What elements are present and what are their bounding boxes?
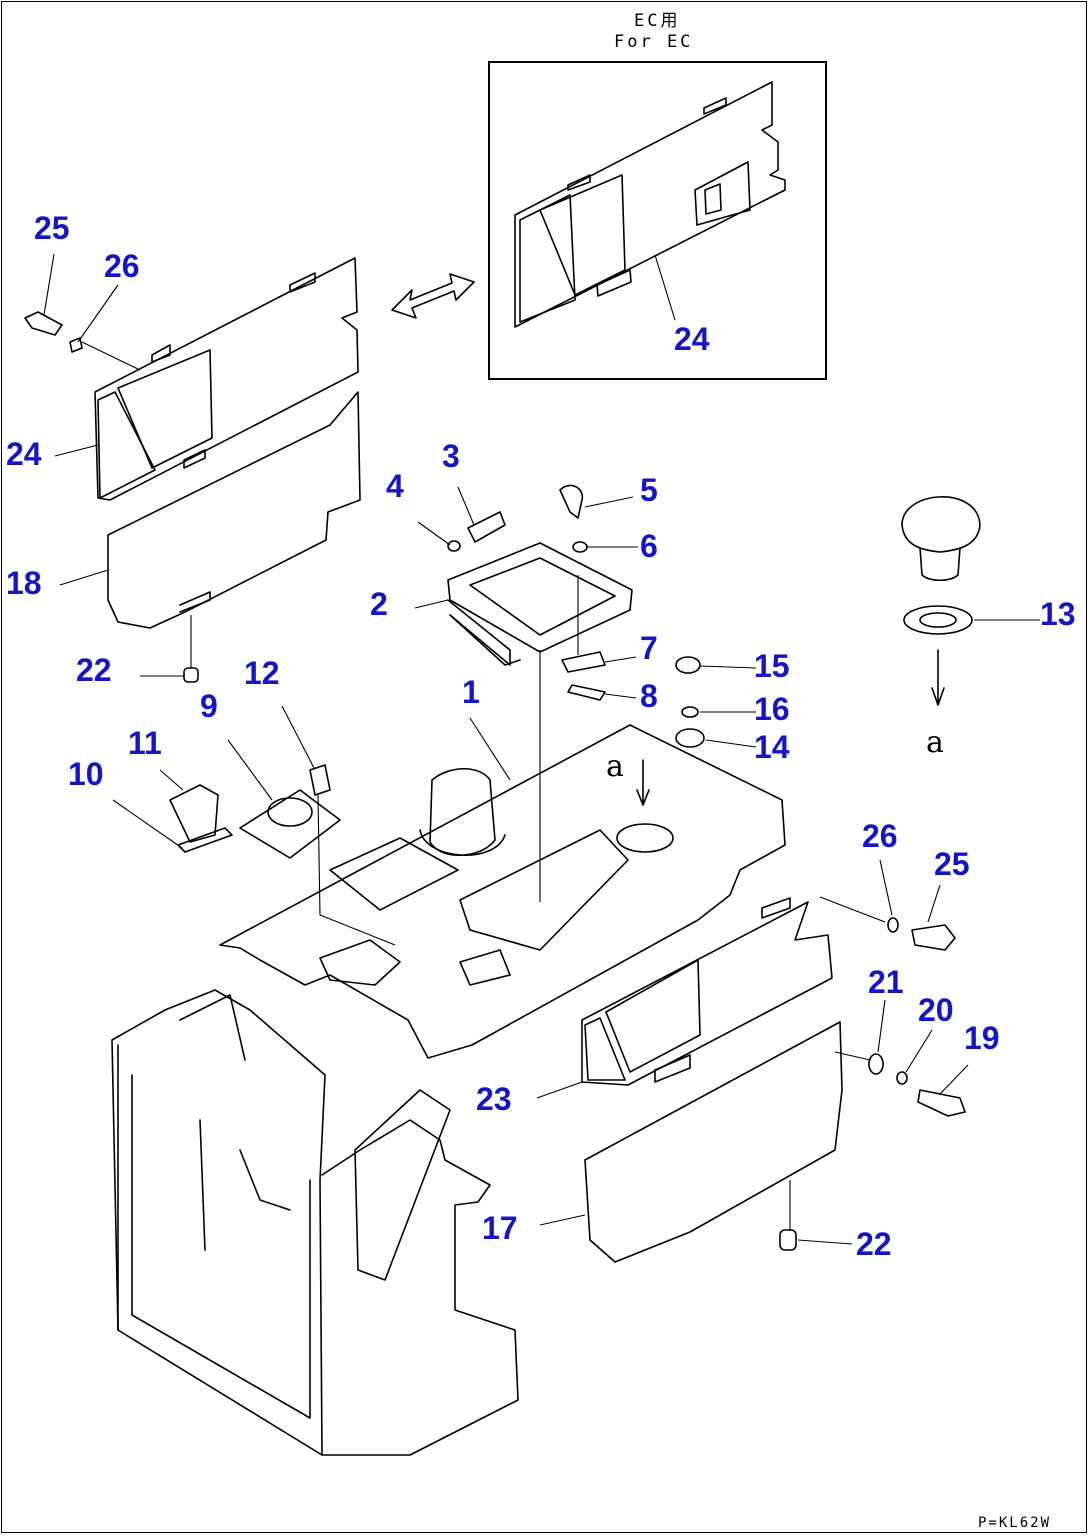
callout-14: 14 [754, 729, 790, 765]
callout-4: 4 [386, 468, 404, 504]
leader-lines [43, 253, 1040, 1245]
right-side-cover-part-23 [581, 897, 833, 1086]
view-a-label-cap: a [926, 725, 944, 760]
callout-3: 3 [442, 438, 460, 474]
callout-22-right: 22 [856, 1226, 892, 1262]
callout-18: 18 [6, 565, 42, 601]
fuel-cap-part-13 [901, 496, 981, 635]
callout-5: 5 [640, 472, 658, 508]
bracket-part-11 [169, 784, 219, 843]
ec-inset-box [488, 61, 827, 380]
right-lower-cover-part-17 [584, 1021, 843, 1263]
callout-24-inset: 24 [674, 321, 710, 357]
radiator-frame-structure [111, 989, 519, 1456]
callout-21: 21 [868, 964, 904, 1000]
callout-25-right: 25 [934, 846, 970, 882]
washer-26-right [887, 917, 899, 933]
view-a-arrow-cap [931, 649, 945, 706]
callout-13: 13 [1040, 596, 1076, 632]
view-a-arrow-top [636, 759, 650, 806]
inspection-cover-part-2 [447, 542, 633, 666]
nut-part-16 [681, 706, 699, 718]
callout-11: 11 [128, 725, 162, 761]
plate-part-10 [177, 827, 233, 853]
washer-21 [868, 1053, 884, 1075]
callout-26-right: 26 [862, 818, 898, 854]
washer-part-14 [675, 728, 705, 748]
ec-heading-english: For EC [614, 32, 694, 52]
washer-26-left [69, 337, 83, 353]
washer-part-6 [572, 541, 588, 553]
callout-8: 8 [640, 678, 658, 714]
callout-6: 6 [640, 528, 658, 564]
view-a-label-top: a [606, 749, 624, 784]
ec-heading-japanese: EC用 [634, 11, 681, 31]
callout-16: 16 [754, 691, 790, 727]
swap-arrow [391, 273, 475, 319]
ec-side-cover-part-24 [514, 81, 786, 328]
callout-24-left: 24 [6, 436, 42, 472]
callout-22-left: 22 [76, 652, 112, 688]
latch-part-7 [561, 651, 606, 673]
callout-17: 17 [482, 1210, 518, 1246]
callout-25-left: 25 [34, 210, 70, 246]
pin-part-8 [567, 684, 606, 701]
hinge-part-9 [239, 789, 341, 859]
drawing-code: P=KL62W [978, 1515, 1052, 1531]
callout-19: 19 [964, 1020, 1000, 1056]
callout-2: 2 [370, 586, 388, 622]
lock-part-5 [559, 484, 584, 519]
top-cover-part-1 [219, 724, 786, 1059]
callout-10: 10 [68, 756, 104, 792]
callout-26-left: 26 [104, 248, 140, 284]
callout-23: 23 [476, 1081, 512, 1117]
callout-1: 1 [462, 674, 480, 710]
washer-20 [896, 1071, 908, 1085]
clip-part-12 [309, 764, 331, 796]
washer-part-4 [447, 540, 461, 552]
callout-12: 12 [244, 655, 280, 691]
callout-7: 7 [640, 630, 658, 666]
cap-part-15 [675, 656, 701, 674]
plug-22-right [779, 1229, 797, 1251]
plug-22-left [183, 667, 199, 683]
bolt-25-left [24, 311, 63, 336]
bolt-19 [917, 1089, 966, 1117]
callout-20: 20 [918, 992, 954, 1028]
callout-15: 15 [754, 648, 790, 684]
bolt-25-right [911, 924, 956, 951]
bolt-part-3 [467, 511, 506, 543]
callout-9: 9 [200, 688, 218, 724]
left-lower-cover-part-18 [107, 391, 361, 629]
left-side-cover-part-24 [94, 257, 359, 501]
